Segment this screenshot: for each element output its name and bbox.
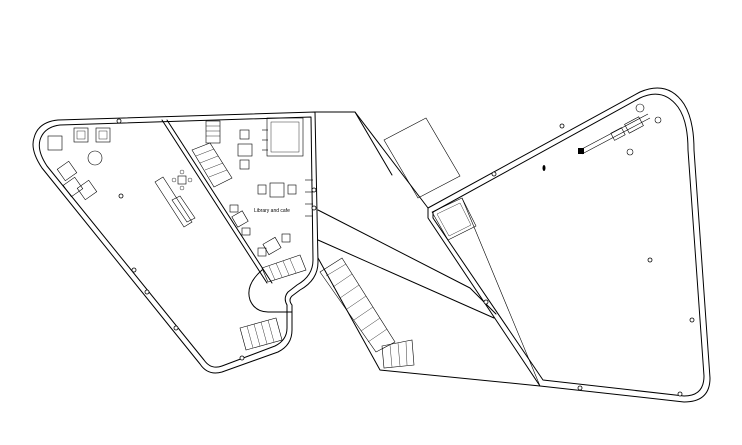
entry-vestibule [431,197,477,241]
right-wing [427,87,711,403]
stair-bottom [239,254,307,351]
bookshelf [266,117,304,157]
skylight-box [383,117,461,199]
armchair-4 [62,176,84,198]
room-label: Library and cafe [254,208,290,214]
telescope [578,103,662,156]
cafe-table-4 [262,236,282,256]
round-table [87,150,103,166]
cafe-table-3 [231,210,249,228]
counter [154,176,193,228]
armchair-3 [56,160,78,182]
right-wing-inner-wall [432,93,705,397]
left-wing-outer-wall [32,111,319,374]
left-wing: Library and cafe [32,111,319,374]
left-wing-inner-wall [38,116,314,368]
armchair-5 [76,179,98,201]
connector [314,111,541,387]
stair-center [319,257,415,369]
stair-top [191,120,233,188]
partition-wall-a [161,119,268,284]
lobby-curve [248,269,293,313]
armchair-2 [95,127,111,143]
right-wing-outer-wall [427,87,711,403]
cafe-table-2 [269,182,285,198]
cafe-table-1 [237,143,253,157]
cabinet [47,135,63,151]
armchair-1 [73,127,89,143]
table-left [177,175,187,185]
partition-wall-b [166,119,273,284]
